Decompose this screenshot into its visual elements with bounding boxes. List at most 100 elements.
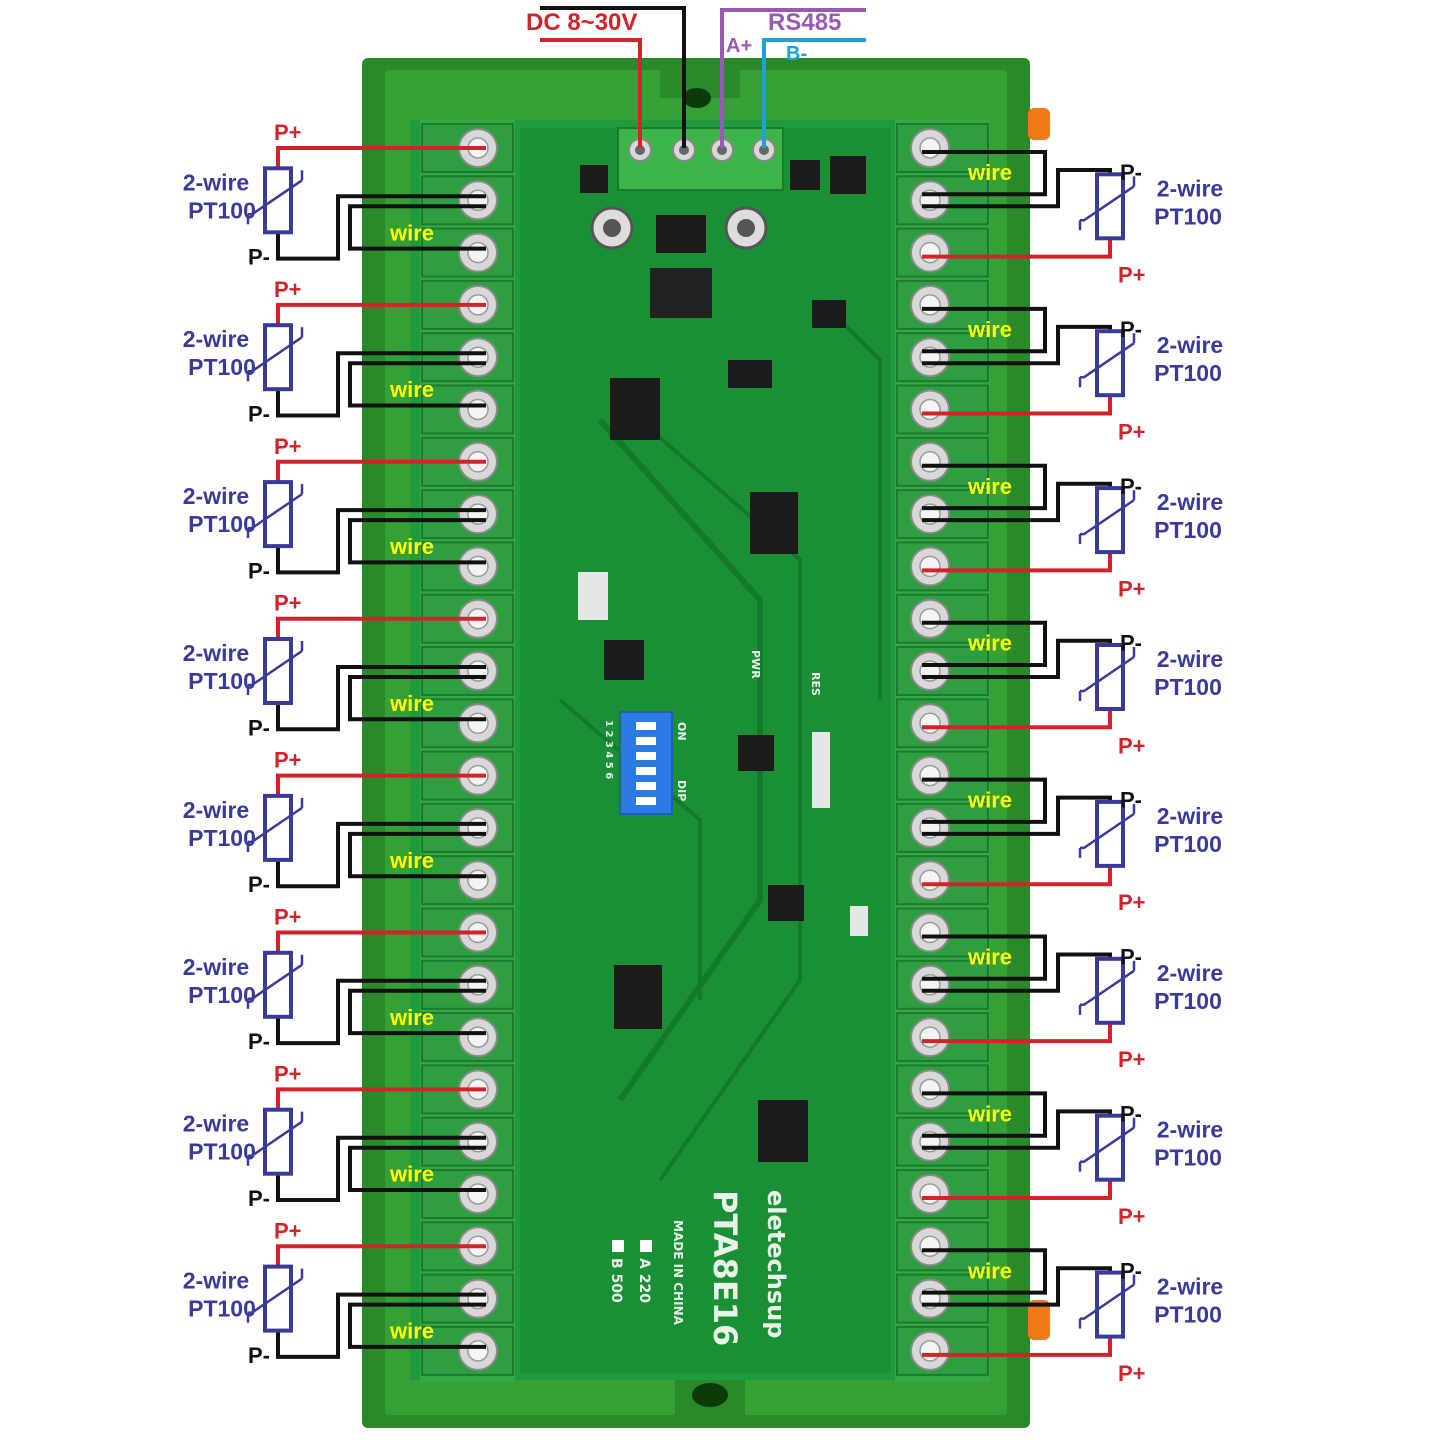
dip-on-text: ON [675,722,688,741]
p-plus-wire [276,1087,486,1112]
terminal-screw[interactable] [421,541,514,592]
terminal-screw[interactable] [421,646,514,696]
rs485-b-label: B- [786,43,807,65]
terminal-screw[interactable] [421,227,514,278]
power-plus-wire [540,38,642,148]
pt100-thermistor-symbol [1078,1113,1136,1182]
pt100-thermistor-symbol [1078,1270,1136,1339]
pt100-thermistor-symbol [246,950,304,1019]
p-plus-wire [276,459,486,485]
sensor-model-label: PT100 [188,197,256,223]
terminal-screw[interactable] [896,489,989,540]
origin-text: MADE IN CHINA [671,1220,685,1326]
baud-a-text: A 220 [636,1258,652,1303]
jumper-wire [348,988,486,1036]
p-plus-wire [922,552,1112,573]
terminal-screw[interactable] [421,332,514,383]
p-plus-wire [922,1022,1112,1044]
sensors-right: P-P+2-wirePT100wireP-P+2-wirePT100wireP-… [922,150,1223,1386]
sensor-type-label: 2-wire [183,954,249,980]
terminal-screw[interactable] [421,384,514,435]
terminal-screw[interactable] [896,855,989,906]
p-plus-wire [276,146,486,171]
sensor-model-label: PT100 [1154,1145,1222,1171]
sensor-model-label: PT100 [188,511,256,537]
sensor-model-label: PT100 [188,1139,256,1165]
sensor-type-label: 2-wire [1157,960,1223,986]
sensor-model-label: PT100 [1154,674,1222,700]
silkscreen: eletechsup PTA8E16 MADE IN CHINA A 220 B… [603,650,822,1346]
terminal-screw[interactable] [896,175,989,226]
sensor-type-label: 2-wire [1157,803,1223,829]
p-plus-wire [922,395,1112,416]
p-plus-wire [276,616,486,641]
power-rs485-terminal [617,127,784,191]
terminal-screw[interactable] [421,1116,514,1167]
sensor-model-label: PT100 [1154,831,1222,857]
terminal-screw[interactable] [421,1169,514,1219]
wire-label: wire [967,945,1012,970]
p-minus-wire [922,795,1112,836]
terminal-screw[interactable] [421,802,514,853]
terminal-screw[interactable] [421,855,514,906]
terminal-screw[interactable] [896,698,989,749]
pt100-thermistor-symbol [246,1264,304,1333]
sensor-type-label: 2-wire [1157,332,1223,358]
p-plus-label: P+ [274,905,302,930]
p-plus-wire [276,773,486,798]
p-minus-label: P- [1120,160,1142,185]
terminal-screw[interactable] [896,1064,989,1115]
terminal-screw[interactable] [421,1064,514,1115]
sensor-type-label: 2-wire [183,326,249,352]
p-plus-wire [922,1336,1112,1357]
top-terminal-screw[interactable] [710,138,734,162]
p-plus-wire [922,238,1112,259]
terminal-screw[interactable] [421,175,514,226]
terminal-screw[interactable] [421,1273,514,1324]
p-minus-label: P- [248,715,270,740]
p-minus-wire [276,1135,486,1202]
p-minus-wire [276,194,486,261]
jumper-wire [922,620,1047,667]
power-minus-wire [540,6,686,148]
terminal-screw[interactable] [421,698,514,749]
terminal-screw[interactable] [896,541,989,592]
sensor-type-label: 2-wire [1157,1117,1223,1143]
pt100-thermistor-symbol [246,166,304,235]
terminal-screw[interactable] [896,123,989,173]
top-terminal-screw[interactable] [672,138,696,162]
terminal-screw[interactable] [421,959,514,1010]
terminal-screw[interactable] [896,907,989,958]
top-terminal-screw[interactable] [628,138,652,162]
terminal-screw[interactable] [896,1012,989,1063]
terminal-screw[interactable] [896,1169,989,1219]
p-plus-label: P+ [1118,263,1146,288]
terminal-screw[interactable] [896,227,989,278]
wire-label: wire [389,534,434,559]
sensor-model-label: PT100 [188,668,256,694]
p-minus-label: P- [1120,1258,1142,1283]
terminal-screw[interactable] [421,1012,514,1063]
jumper-wire [348,1302,486,1349]
terminal-screw[interactable] [896,593,989,644]
terminal-screw[interactable] [421,489,514,540]
pt100-thermistor-symbol [246,480,304,549]
jumper-wire [922,150,1047,197]
terminal-screw[interactable] [421,1325,514,1376]
p-plus-label: P+ [274,277,302,302]
terminal-screw[interactable] [896,1325,989,1376]
p-minus-wire [922,638,1112,679]
sensor-type-label: 2-wire [1157,175,1223,201]
p-minus-wire [922,481,1112,523]
terminal-screw[interactable] [896,436,989,487]
sensor-type-label: 2-wire [183,1111,249,1137]
jumper-wire [348,204,486,251]
p-minus-label: P- [248,872,270,897]
terminal-screw[interactable] [896,384,989,435]
p-plus-wire [922,865,1112,887]
